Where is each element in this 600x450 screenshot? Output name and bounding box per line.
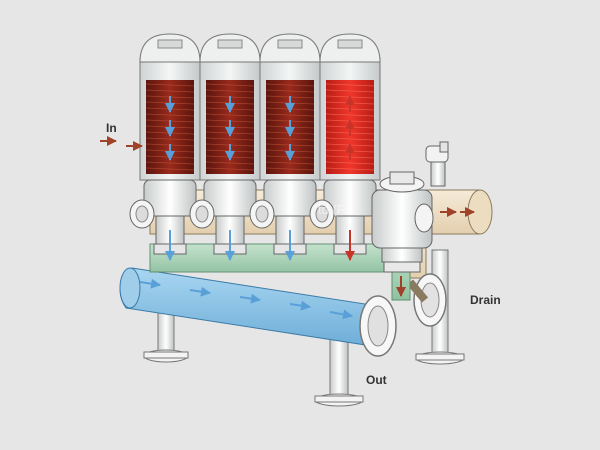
filter-inlet-port-bore: [255, 205, 269, 223]
filter-unit-4: [309, 33, 381, 261]
backflush-valve: [371, 171, 434, 273]
filter-disc-ring: [265, 113, 315, 117]
filter-disc-ring: [145, 167, 195, 171]
inlet-label: In: [106, 121, 117, 135]
watermark-text: td.(F: [318, 202, 345, 217]
filter-disc-ring: [325, 137, 375, 141]
support-legs: [143, 249, 465, 407]
outlet-label: Out: [366, 373, 387, 387]
filter-disc-ring: [145, 137, 195, 141]
outlet-flow-arrows: [139, 278, 353, 320]
filter-disc-ring: [325, 89, 375, 93]
filter-disc-ring: [325, 167, 375, 171]
filter-cap: [157, 39, 183, 49]
inlet-flow-arrows: [100, 136, 475, 217]
filter-disc-ring: [205, 161, 255, 165]
air-relief-valve: [425, 141, 449, 187]
filter-disc-ring: [325, 161, 375, 165]
filter-disc-ring: [265, 137, 315, 141]
filter-disc-ring: [145, 113, 195, 117]
filter-disc-ring: [265, 83, 315, 87]
filter-cap: [337, 39, 363, 49]
filter-disc-ring: [205, 89, 255, 93]
filter-disc-ring: [205, 167, 255, 171]
drain-flange: [413, 273, 447, 327]
filter-unit-1: [129, 33, 201, 261]
filter-unit-3: [249, 33, 321, 261]
leg-center: [314, 335, 364, 407]
filter-disc-ring: [205, 83, 255, 87]
filter-disc-ring: [205, 113, 255, 117]
filter-disc-ring: [265, 89, 315, 93]
drain-label: Drain: [470, 293, 501, 307]
filter-inlet-port-bore: [195, 205, 209, 223]
filter-unit-2: [189, 33, 261, 261]
filter-disc-ring: [325, 113, 375, 117]
filter-disc-ring: [145, 83, 195, 87]
filter-disc-ring: [325, 83, 375, 87]
filter-inlet-port-bore: [135, 205, 149, 223]
filter-disc-ring: [205, 137, 255, 141]
filter-cap: [277, 39, 303, 49]
filter-disc-ring: [265, 161, 315, 165]
filter-inlet-port-bore: [315, 205, 329, 223]
outlet-manifold: [119, 267, 397, 357]
filter-disc-ring: [265, 167, 315, 171]
filter-cap: [217, 39, 243, 49]
filter-disc-ring: [145, 89, 195, 93]
filter-disc-ring: [145, 161, 195, 165]
filter-bank: [129, 33, 381, 261]
outlet-flange: [359, 295, 397, 357]
